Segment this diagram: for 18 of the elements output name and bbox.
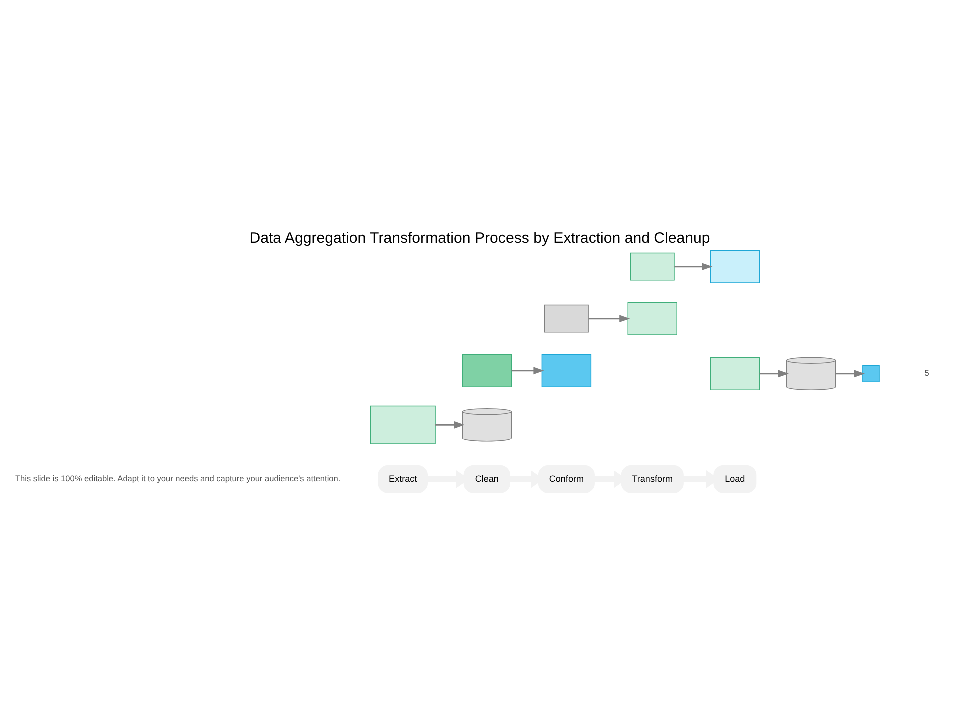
- arrow: [512, 366, 544, 374]
- node-box: [630, 252, 675, 280]
- node-box: [628, 302, 678, 335]
- label: 5: [924, 367, 930, 378]
- node-box: [544, 304, 589, 332]
- node-box: [370, 405, 436, 444]
- arrow: [836, 370, 865, 378]
- arrow: [674, 262, 713, 270]
- node-box: [462, 354, 512, 387]
- node-box: [862, 364, 880, 382]
- node-box: [710, 356, 760, 390]
- node-box: [710, 250, 760, 283]
- arrow: [588, 314, 630, 322]
- diagram-title: Data Aggregation Transformation Process by Extraction and Cleanup: [250, 230, 710, 247]
- arrow: [436, 420, 465, 428]
- arrow: [760, 370, 789, 378]
- label: This slide is 100% editable. Adapt it to your needs and capture your audience's attention.: [15, 473, 341, 484]
- node-box: [542, 354, 592, 387]
